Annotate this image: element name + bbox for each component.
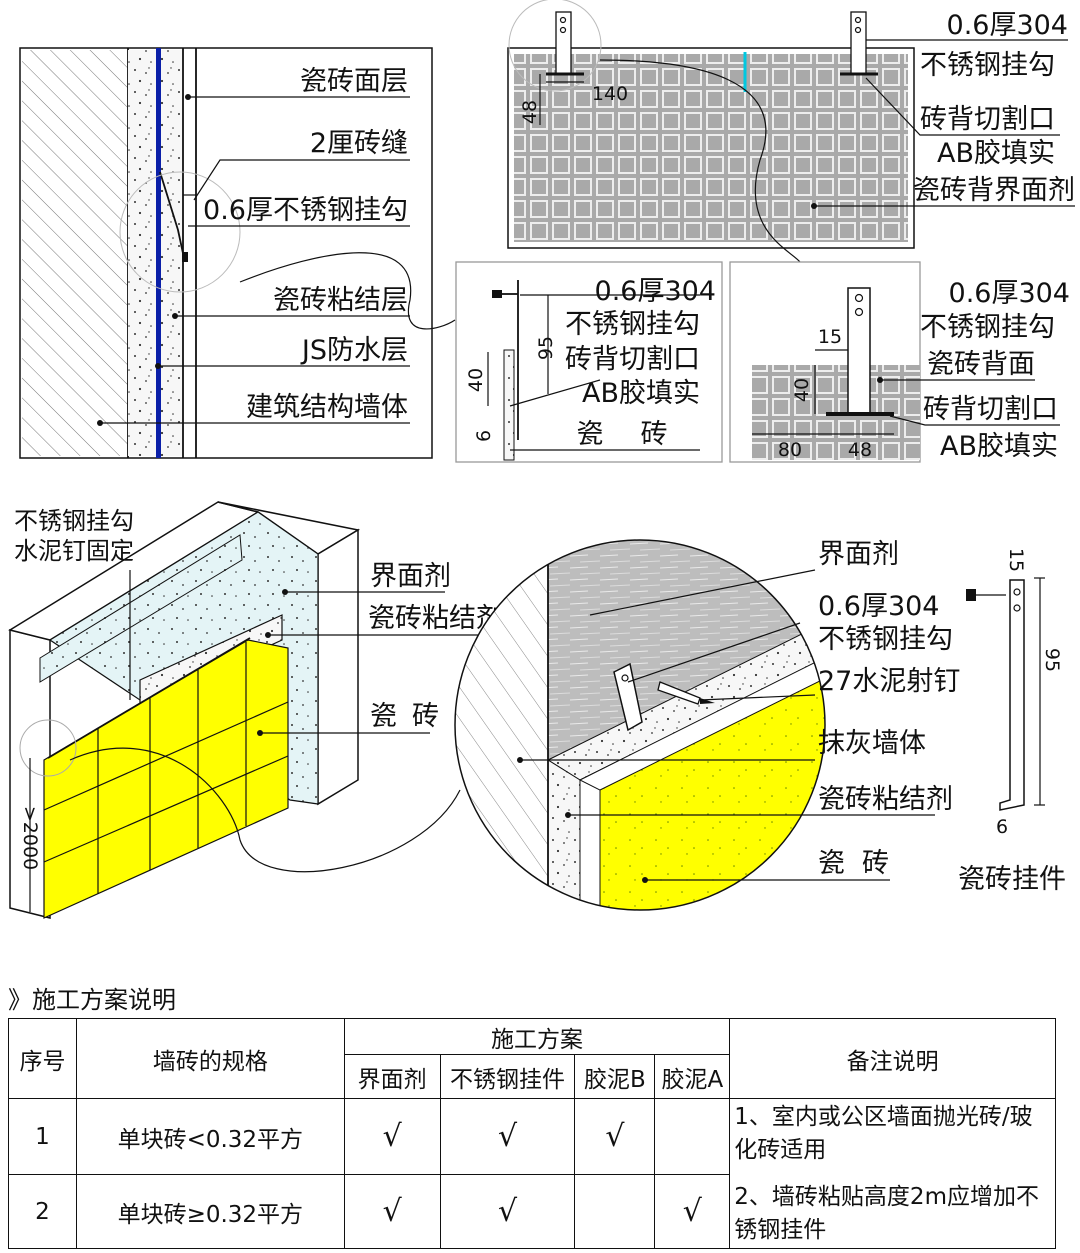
label-plaster-wall: 抹灰墙体 (818, 728, 926, 759)
header-scheme: 施工方案 (343, 1018, 731, 1055)
tile-yellow (599, 675, 825, 910)
check-icon (654, 1098, 731, 1175)
panel-hook-fitting: 15 95 6 瓷砖挂件 (958, 548, 1066, 895)
dim-40: 40 (465, 368, 487, 392)
construction-diagram: 瓷砖面层 2厘砖缝 0.6厚不锈钢挂勾 瓷砖粘结层 JS防水层 建筑结构墙体 1… (8, 0, 1075, 919)
dim-95: 95 (1041, 648, 1063, 672)
subheader-mortar-a: 胶泥A (654, 1054, 731, 1099)
dim-48: 48 (519, 100, 541, 124)
label-tile-2: 砖 (641, 419, 668, 450)
dim-15: 15 (1005, 548, 1027, 572)
subheader-mortar-b: 胶泥B (574, 1054, 656, 1099)
table-heading: 》施工方案说明 (8, 986, 176, 1014)
header-index: 序号 (8, 1018, 77, 1099)
label-hook: 不锈钢挂勾 (818, 624, 953, 655)
check-icon (574, 1174, 656, 1249)
check-icon: √ (439, 1174, 576, 1249)
subheader-interface-agent: 界面剂 (343, 1054, 441, 1099)
label-bond-layer: 瓷砖粘结层 (273, 285, 408, 316)
interface-agent-area (548, 540, 825, 760)
panel-tile-back: 140 48 0.6厚304 不锈钢挂勾 砖背切割口 AB胶填实 瓷砖背界面剂 (507, 0, 1075, 263)
label-ab-glue: AB胶填实 (582, 378, 700, 409)
label-304: 0.6厚304 (949, 278, 1070, 309)
label-hook: 不锈钢挂勾 (14, 507, 134, 535)
dim-48: 48 (848, 439, 872, 461)
label-ab-glue: AB胶填实 (940, 431, 1058, 462)
check-icon: √ (654, 1174, 731, 1249)
label-hook: 0.6厚不锈钢挂勾 (203, 195, 408, 226)
dim-15: 15 (818, 326, 842, 348)
label-bond-agent: 瓷砖粘结剂 (818, 784, 953, 815)
table-row: 2 单块砖≥0.32平方 √ √ √ (8, 1174, 1056, 1249)
label-tile-1: 瓷 (370, 701, 397, 732)
hook-icon (159, 171, 185, 259)
construction-scheme-table: 序号 墙砖的规格 施工方案 备注说明 界面剂 不锈钢挂件 胶泥B 胶泥A 1 单… (8, 1018, 1056, 1249)
table-row: 1 单块砖<0.32平方 √ √ √ 1、室内或公区墙面抛光砖/玻化砖适用 2、… (8, 1098, 1056, 1249)
row-index: 2 (8, 1174, 77, 1249)
label-js-layer: JS防水层 (300, 335, 408, 366)
check-icon: √ (343, 1098, 441, 1175)
panel-wall-section: 瓷砖面层 2厘砖缝 0.6厚不锈钢挂勾 瓷砖粘结层 JS防水层 建筑结构墙体 (19, 47, 456, 459)
label-cut: 砖背切割口 (565, 344, 700, 375)
panel-magnified-detail: 界面剂 0.6厚304 不锈钢挂勾 27水泥射钉 抹灰墙体 瓷砖粘结剂 瓷 砖 (454, 539, 960, 911)
notes-cell: 1、室内或公区墙面抛光砖/玻化砖适用 2、墙砖粘贴高度2m应增加不锈钢挂件 (729, 1098, 1056, 1249)
label-tile-1: 瓷 (818, 848, 845, 879)
label-hook: 不锈钢挂勾 (920, 312, 1055, 343)
label-tile-2: 砖 (412, 701, 439, 732)
row-spec: 单块砖<0.32平方 (75, 1098, 345, 1175)
header-notes: 备注说明 (729, 1018, 1056, 1099)
header-spec: 墙砖的规格 (75, 1018, 345, 1099)
panel-hook-front: 15 40 80 48 0.6厚304 不锈钢挂勾 瓷砖背面 砖背切割口 AB胶… (729, 261, 1070, 463)
dim-6: 6 (473, 430, 495, 442)
label-structure-wall: 建筑结构墙体 (246, 392, 408, 423)
row-index: 1 (8, 1098, 77, 1175)
label-304: 0.6厚304 (818, 591, 939, 622)
label-304: 0.6厚304 (595, 276, 716, 307)
label-joint: 2厘砖缝 (310, 128, 408, 159)
label-cut: 砖背切割口 (923, 394, 1058, 425)
label-tile-face: 瓷砖面层 (300, 66, 408, 97)
panel-isometric-wall: >2000 不锈钢挂勾 水泥钉固定 界面剂 瓷砖粘结剂 瓷 砖 (8, 501, 503, 919)
label-bond-agent: 瓷砖粘结剂 (368, 603, 503, 634)
dim-2000: >2000 (19, 806, 41, 870)
label-304: 0.6厚304 (947, 10, 1068, 41)
caption-hook-fitting: 瓷砖挂件 (958, 864, 1066, 895)
hook-icon (555, 11, 572, 75)
label-hook: 不锈钢挂勾 (920, 50, 1055, 81)
dim-40: 40 (791, 378, 813, 402)
label-interface-agent: 界面剂 (818, 539, 899, 570)
js-waterproof-layer (156, 48, 161, 458)
label-hook: 不锈钢挂勾 (565, 309, 700, 340)
hook-icon (999, 579, 1025, 811)
check-icon: √ (574, 1098, 656, 1175)
label-nail-fix: 水泥钉固定 (14, 537, 134, 565)
row-spec: 单块砖≥0.32平方 (75, 1174, 345, 1249)
hook-icon (847, 287, 871, 415)
label-interface-agent: 瓷砖背界面剂 (913, 175, 1075, 206)
dim-140: 140 (592, 83, 628, 105)
label-cut: 砖背切割口 (920, 104, 1055, 135)
dim-95: 95 (535, 336, 557, 360)
label-tile-back: 瓷砖背面 (927, 349, 1035, 380)
label-tile-2: 砖 (862, 848, 889, 879)
label-tile-1: 瓷 (577, 419, 604, 450)
hook-icon (613, 662, 643, 732)
label-interface-agent: 界面剂 (370, 561, 451, 592)
dim-80: 80 (778, 439, 802, 461)
subheader-hook: 不锈钢挂件 (439, 1054, 576, 1099)
label-ab-glue: AB胶填实 (937, 138, 1055, 169)
check-icon: √ (439, 1098, 576, 1175)
note-1: 1、室内或公区墙面抛光砖/玻化砖适用 (734, 1103, 1033, 1163)
hook-icon (850, 11, 867, 75)
check-icon: √ (343, 1174, 441, 1249)
note-2: 2、墙砖粘贴高度2m应增加不锈钢挂件 (734, 1183, 1039, 1243)
dim-6: 6 (996, 816, 1008, 838)
label-nail: 27水泥射钉 (818, 666, 960, 697)
panel-hook-side: 95 40 6 0.6厚304 不锈钢挂勾 砖背切割口 AB胶填实 瓷 砖 (455, 261, 723, 463)
